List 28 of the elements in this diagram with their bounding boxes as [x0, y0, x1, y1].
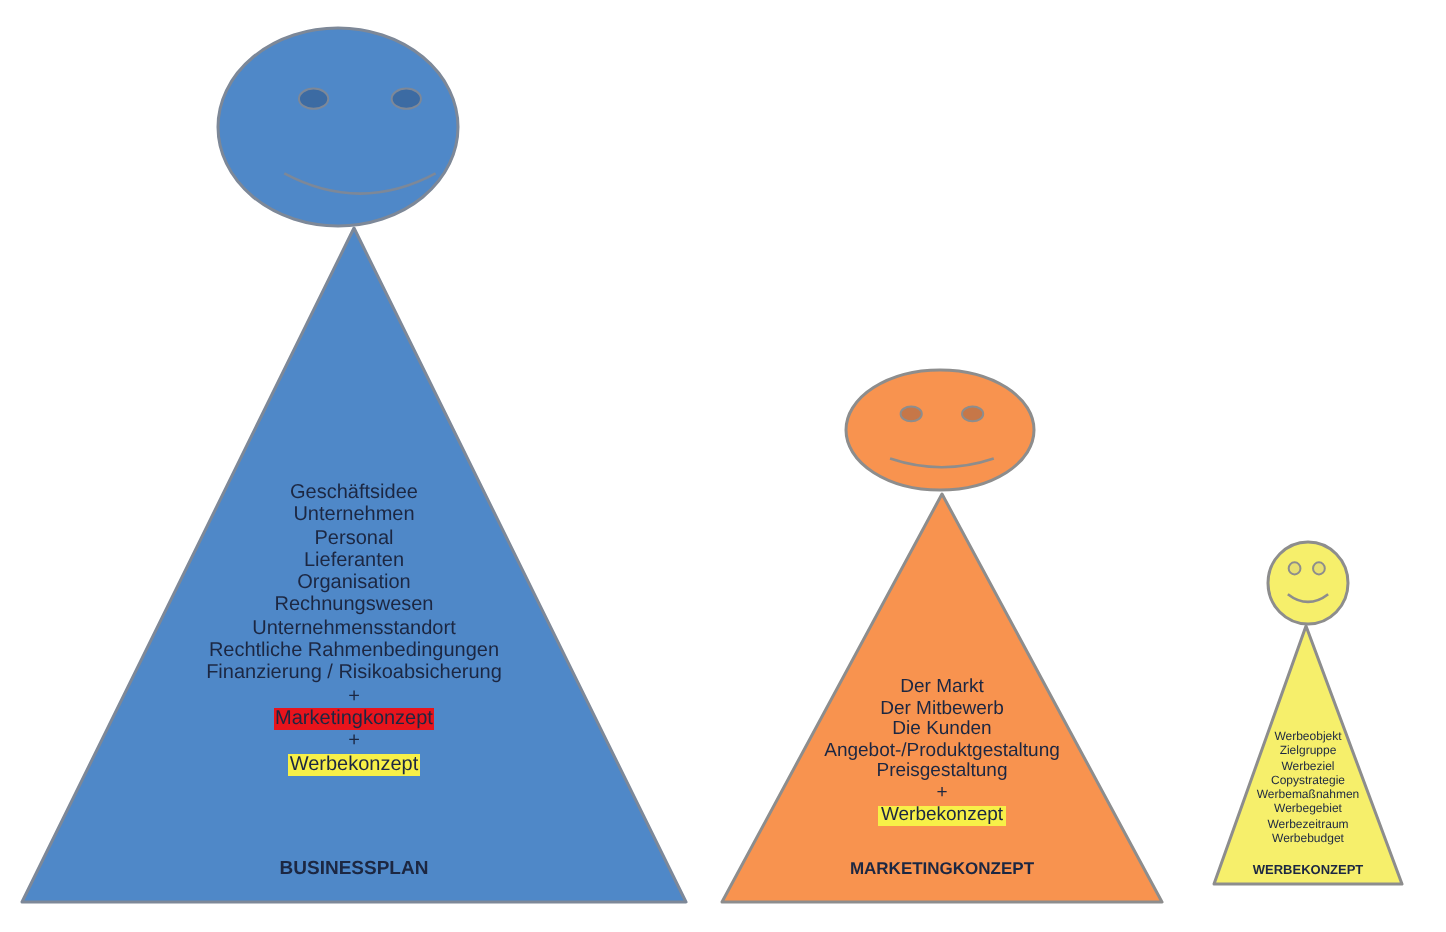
list-item: Die Kunden [890, 720, 994, 742]
list-item: Der Mitbewerb [878, 699, 1006, 720]
highlighted-term: Marketingkonzept [273, 707, 435, 731]
list-item: Rechtliche Rahmenbedingungen [206, 640, 502, 663]
triangle-body [1212, 624, 1404, 886]
list-item: Unternehmensstandort [250, 617, 458, 641]
list-item: Preisgestaltung [874, 762, 1010, 784]
list-item: Geschäftsidee [288, 482, 420, 505]
figure-title: BUSINESSPLAN [279, 858, 429, 883]
plus-sign: + [346, 685, 362, 708]
highlighted-term: Werbekonzept [287, 753, 421, 776]
list-item: Personal [312, 527, 396, 550]
figure-title: MARKETINGKONZEPT [849, 858, 1035, 881]
smiley-head [1266, 540, 1350, 626]
list-item: Unternehmen [291, 504, 417, 528]
plus-sign: + [346, 730, 362, 754]
plus-sign: + [934, 783, 950, 806]
triangle-body [20, 226, 688, 904]
highlighted-term: Werbekonzept [878, 805, 1006, 827]
list-item: Rechnungswesen [272, 594, 436, 618]
triangle-body [720, 492, 1164, 904]
list-item: Der Markt [898, 678, 986, 700]
list-item: Lieferanten [301, 549, 407, 573]
list-item: Finanzierung / Risikoabsicherung [204, 662, 504, 686]
list-item: Organisation [295, 572, 413, 595]
smiley-head [216, 26, 460, 228]
smiley-head [844, 368, 1036, 492]
list-item: Angebot-/Produktgestaltung [822, 741, 1062, 762]
